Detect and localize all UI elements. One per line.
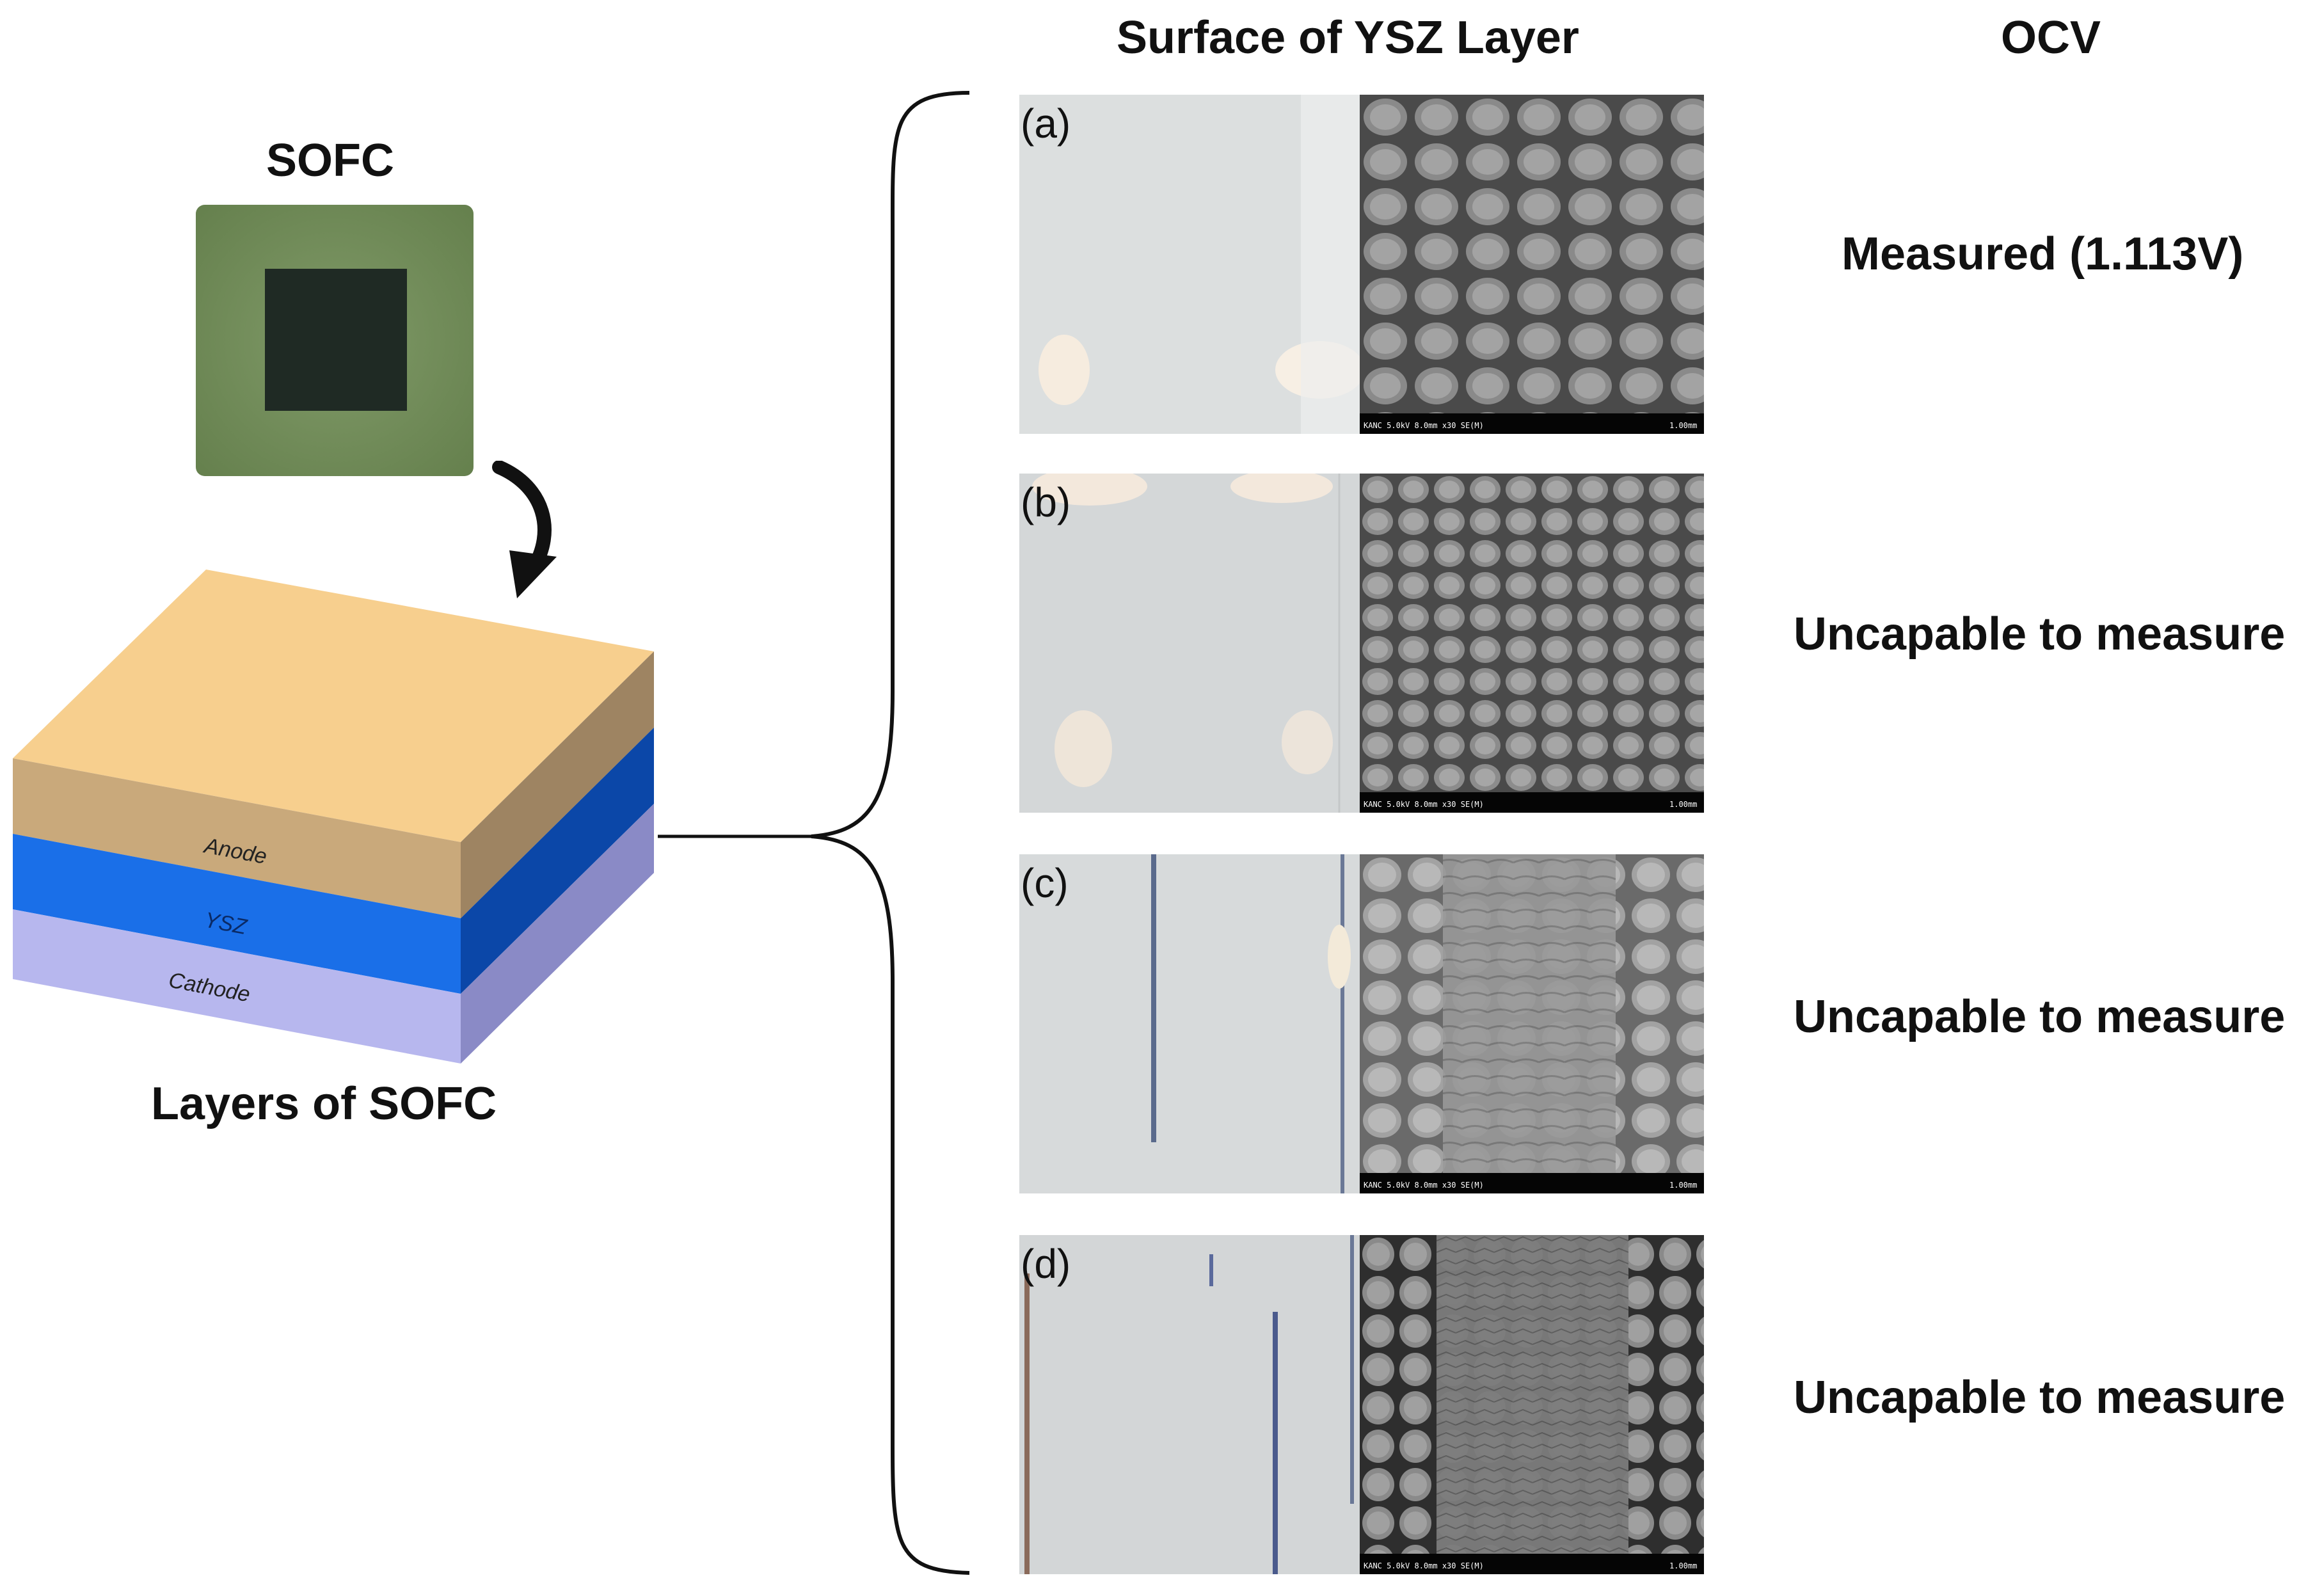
panel-a: (a) KANC 5.0kV 8.0mm x30 SE(M) 1.00mm (1019, 95, 1704, 434)
sem-info-b: KANC 5.0kV 8.0mm x30 SE(M) (1364, 800, 1484, 809)
layer-block: Anode YSZ Cathode (13, 570, 654, 1064)
sem-info-c: KANC 5.0kV 8.0mm x30 SE(M) (1364, 1181, 1484, 1190)
ocv-d: Uncapable to measure (1794, 1372, 2286, 1423)
panel-b: (b) KANC 5.0kV 8.0mm x30 SE(M) 1.00mm (1019, 474, 1704, 813)
anode-front-face (13, 758, 461, 918)
sofc-title: SOFC (266, 135, 395, 186)
photo-a (1019, 95, 1360, 434)
panel-label-c: (c) (1021, 860, 1069, 906)
cathode-front-face (13, 909, 461, 1064)
panel-label-b: (b) (1021, 479, 1071, 525)
sem-a (1360, 95, 1704, 434)
sem-scale-b: 1.00mm (1669, 800, 1698, 809)
ocv-b: Uncapable to measure (1794, 609, 2286, 660)
ysz-side-face (461, 728, 654, 994)
sofc-photo (196, 205, 474, 476)
sem-scale-c: 1.00mm (1669, 1181, 1698, 1190)
photo-c (1019, 854, 1360, 1193)
header-ocv: OCV (2001, 12, 2101, 63)
panel-c: (c) KANC 5.0kV 8.0mm x30 SE(M) 1.00mm (1019, 854, 1704, 1193)
sem-scale-a: 1.00mm (1669, 421, 1698, 430)
cathode-side-face (461, 804, 654, 1064)
anode-side-face (461, 651, 654, 918)
panel-label-d: (d) (1021, 1241, 1071, 1287)
sem-d (1360, 1235, 1704, 1574)
ysz-front-face (13, 834, 461, 994)
sem-b (1360, 474, 1704, 813)
layers-caption: Layers of SOFC (151, 1078, 497, 1129)
photo-d (1019, 1235, 1360, 1574)
sem-info-a: KANC 5.0kV 8.0mm x30 SE(M) (1364, 421, 1484, 430)
sem-info-d: KANC 5.0kV 8.0mm x30 SE(M) (1364, 1561, 1484, 1570)
ocv-c: Uncapable to measure (1794, 991, 2286, 1042)
photo-b (1019, 474, 1360, 813)
panel-label-a: (a) (1021, 100, 1071, 147)
sem-scale-d: 1.00mm (1669, 1561, 1698, 1570)
panel-d: (d) KANC 5.0kV 8.0mm x30 SE(M) 1.00mm (1019, 1235, 1704, 1574)
sem-c (1360, 854, 1704, 1193)
curved-arrow-icon (492, 461, 557, 598)
ocv-a: Measured (1.113V) (1842, 228, 2244, 280)
sofc-electrode (265, 269, 407, 411)
anode-top-face (13, 570, 654, 842)
header-surface: Surface of YSZ Layer (1117, 12, 1579, 63)
